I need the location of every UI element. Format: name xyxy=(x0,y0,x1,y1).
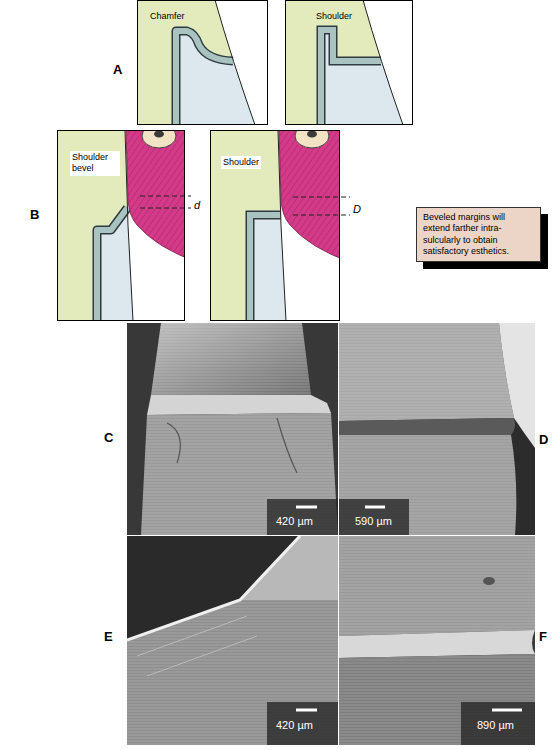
label-holder: A xyxy=(113,60,122,78)
scale-bar-label: 420 µm xyxy=(276,515,313,527)
preparation-panel: Chamfer xyxy=(137,0,268,125)
label-holder: 420 µm xyxy=(276,715,313,733)
preparation-label: Shoulder bevel xyxy=(70,151,120,176)
panel-letter: D xyxy=(539,432,548,447)
note-text: Beveled margins will extend farther intr… xyxy=(423,212,534,257)
panel-letter: F xyxy=(539,629,547,644)
label-holder: D xyxy=(353,199,361,217)
panel-letter: E xyxy=(104,629,113,644)
preparation-label: Shoulder xyxy=(316,11,352,22)
scale-bar-label: 590 µm xyxy=(355,515,392,527)
sem-photo xyxy=(339,323,535,535)
label-holder: F xyxy=(539,627,547,645)
label-holder: 590 µm xyxy=(355,511,392,529)
label-holder: 420 µm xyxy=(276,511,313,529)
preparation-label: Shoulder xyxy=(221,156,261,169)
measure-lines xyxy=(140,196,350,215)
label-holder: D xyxy=(539,430,548,448)
label-holder: B xyxy=(30,205,39,223)
sem-photo xyxy=(127,323,338,535)
preparation-label: Chamfer xyxy=(150,11,185,22)
text-holder: Beveled margins will extend farther intr… xyxy=(423,212,534,257)
chamfer-drawing xyxy=(137,0,268,130)
bevel-gingiva-drawing xyxy=(57,124,197,326)
preparation-panel: Shoulder xyxy=(285,0,413,125)
label-holder: 890 µm xyxy=(477,715,514,733)
panel-letter: C xyxy=(104,430,113,445)
label-holder: E xyxy=(104,627,113,645)
label-holder: d xyxy=(194,195,200,213)
sem-photo xyxy=(127,536,338,745)
gingiva-panel: Shoulder bevel xyxy=(57,130,185,321)
shoulder-drawing xyxy=(285,0,413,130)
panel-letter: A xyxy=(113,62,122,77)
gingiva-panel: Shoulder xyxy=(210,130,340,321)
scale-bar-label: 420 µm xyxy=(276,719,313,731)
panel-letter: B xyxy=(30,207,39,222)
shoulder-gingiva-drawing xyxy=(210,124,350,326)
sem-photo xyxy=(339,536,535,745)
note-box: Beveled margins will extend farther intr… xyxy=(416,207,541,262)
text-holder: Shoulder xyxy=(221,151,261,169)
dimension-label: d xyxy=(194,199,200,211)
text-holder: Shoulder xyxy=(316,5,352,23)
text-holder: Chamfer xyxy=(150,5,185,23)
scale-bar-label: 890 µm xyxy=(477,719,514,731)
text-holder: Shoulder bevel xyxy=(70,151,120,176)
label-holder: C xyxy=(104,428,113,446)
dimension-label: D xyxy=(353,203,361,215)
